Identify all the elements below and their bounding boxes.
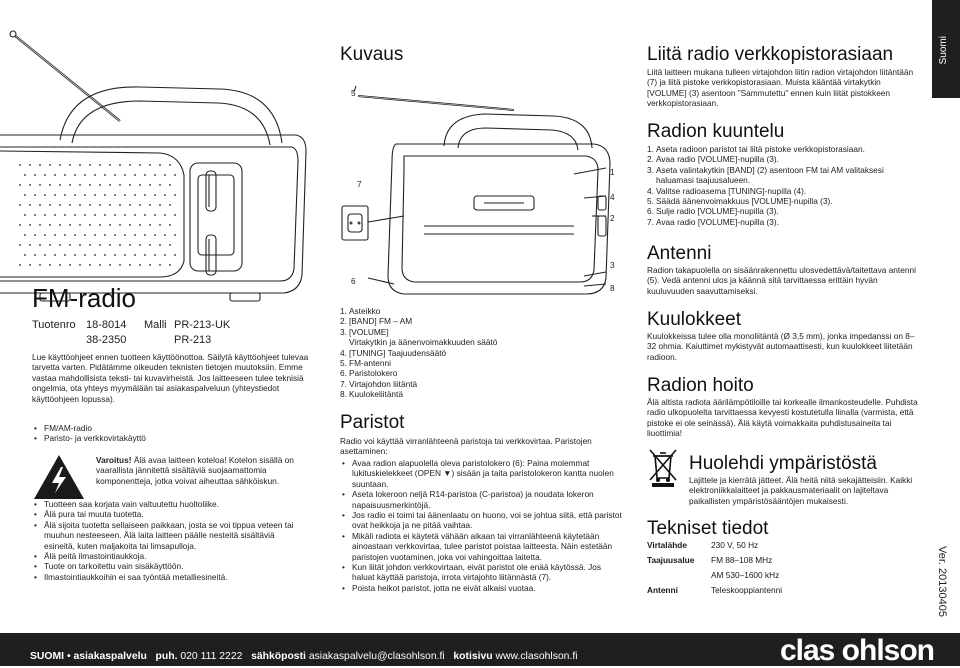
radio-front-illustration [0, 30, 307, 302]
page-title: FM-radio [32, 283, 137, 313]
list-item: Aseta lokeroon neljä R14-paristoa (C-par… [340, 489, 622, 510]
spec-row: AM 530–1600 kHz [711, 570, 780, 580]
section-title-description: Kuvaus [340, 44, 404, 65]
radio-back-illustration [341, 85, 611, 295]
callout-7: 7 [357, 179, 362, 189]
phone-number: 020 111 2222 [180, 651, 243, 662]
callout-8: 8 [610, 283, 615, 293]
language-tab-label: Suomi [938, 36, 949, 65]
callout-4: 4 [610, 192, 615, 202]
callout-5: 5 [351, 88, 356, 98]
list-item: Paristo- ja verkkovirtakäyttö [32, 433, 302, 444]
list-item: 7.Avaa radio [VOLUME]-nupilla (3). [647, 216, 779, 227]
environment-text: Lajittele ja kierrätä jätteet. Älä heitä… [689, 475, 913, 506]
list-item: Avaa radion alapuolella oleva paristolok… [340, 458, 622, 489]
warning-label: Varoitus! [96, 455, 132, 465]
list-item: 2.Avaa radio [VOLUME]-nupilla (3). [647, 154, 779, 165]
section-title-antenna: Antenni [647, 243, 712, 264]
list-item: 1.Asteikko [340, 306, 381, 316]
list-item: 5.FM-antenni [340, 358, 391, 369]
list-item: 6.Sulje radio [VOLUME]-nupilla (3). [647, 206, 779, 217]
product-number-1: 18-8014 [86, 319, 127, 331]
list-item: Älä pura tai muuta tuotetta. [32, 509, 307, 520]
list-item: 1.Aseta radioon paristot tai liitä pisto… [647, 144, 865, 154]
list-item: 2.[BAND] FM – AM [340, 316, 413, 327]
section-title-environment: Huolehdi ympäristöstä [689, 453, 877, 474]
contact-line: SUOMI • asiakaspalvelu puh. 020 111 2222… [30, 651, 578, 662]
list-item: 6.Paristolokero [340, 368, 398, 379]
section-title-specs: Tekniset tiedot [647, 518, 769, 539]
feature-list: FM/AM-radio Paristo- ja verkkovirtakäytt… [32, 423, 302, 444]
batteries-list: Avaa radion alapuolella oleva paristolok… [340, 458, 622, 594]
list-item: Älä sijoita tuotetta sellaiseen paikkaan… [32, 520, 307, 551]
product-number-2: 38-2350 [86, 334, 127, 346]
model-1: PR-213-UK [174, 319, 231, 331]
mains-text: Liitä laitteen mukana tulleen virtajohdo… [647, 67, 914, 109]
warning-icon [34, 455, 84, 499]
version-label: Ver. 20130405 [936, 546, 948, 617]
section-title-headphones: Kuulokkeet [647, 309, 742, 330]
antenna-text: Radion takapuolella on sisäänrakennettu … [647, 265, 916, 296]
intro-text: Lue käyttöohjeet ennen tuotteen käyttöön… [32, 352, 309, 404]
email-link[interactable]: asiakaspalvelu@clasohlson.fi [308, 651, 445, 662]
model-2: PR-213 [174, 334, 212, 346]
language-tab: Suomi [932, 0, 960, 98]
warning-body: Älä avaa laitteen koteloa! Kotelon sisäl… [96, 455, 294, 486]
footer-bar: SUOMI • asiakaspalvelu puh. 020 111 2222… [0, 633, 960, 667]
section-title-listening: Radion kuuntelu [647, 121, 785, 142]
model-label: Malli [144, 319, 167, 331]
list-item: Ilmastointiaukkoihin ei saa työntää meta… [32, 572, 307, 583]
brand-logo: clas ohlson [779, 634, 935, 667]
list-item: Tuotteen saa korjata vain valtuutettu hu… [32, 499, 307, 510]
list-item: 7.Virtajohdon liitäntä [340, 378, 418, 389]
list-item: 4.Valitse radioasema [TUNING]-nupilla (4… [647, 185, 807, 196]
list-item: 8.Kuulokeliitäntä [340, 389, 403, 400]
callout-3: 3 [610, 260, 615, 270]
callout-6: 6 [351, 276, 356, 286]
headphones-text: Kuulokkeissa tulee olla monoliitäntä (Ø … [647, 331, 915, 362]
warning-text: Varoitus! Älä avaa laitteen koteloa! Kot… [96, 455, 308, 486]
section-title-mains: Liitä radio verkkopistorasiaan [647, 44, 894, 65]
list-item: Kun liität johdon verkkovirtaan, eivät p… [340, 562, 622, 583]
list-item: Poista heikot paristot, jotta ne eivät a… [340, 583, 622, 594]
product-info: Tuotenro 18-8014 Malli PR-213-UK 38-2350… [32, 318, 230, 348]
list-item: 5.Säädä äänenvoimakkuus [VOLUME]-nupilla… [647, 196, 833, 207]
section-title-batteries: Paristot [340, 412, 405, 433]
list-item: FM/AM-radio [32, 423, 302, 434]
callout-1: 1 [610, 167, 615, 177]
parts-list: 1.Asteikko 2.[BAND] FM – AM 3.[VOLUME] V… [340, 306, 620, 400]
list-item: 4.[TUNING] Taajuudensäätö [340, 347, 447, 358]
section-title-care: Radion hoito [647, 375, 754, 396]
list-item: 3.[VOLUME] [340, 326, 389, 337]
product-number-label: Tuotenro [32, 319, 76, 331]
listening-steps: 1.Aseta radioon paristot tai liitä pisto… [647, 144, 919, 227]
batteries-intro: Radio voi käyttää virranlähteenä paristo… [340, 436, 592, 457]
list-item: Tuote on tarkoitettu vain sisäkäyttöön. [32, 561, 307, 572]
list-item: Virtakytkin ja äänenvoimakkuuden säätö [349, 337, 498, 348]
list-item: Jos radio ei toimi tai äänenlaatu on huo… [340, 510, 622, 531]
list-item: Älä peitä ilmastointiaukkoja. [32, 551, 307, 562]
website-link[interactable]: www.clasohlson.fi [495, 651, 578, 662]
care-text: Älä altista radiota äärilämpötiloille ta… [647, 397, 918, 439]
weee-bin-icon [649, 449, 677, 487]
callout-2: 2 [610, 213, 615, 223]
list-item: Mikäli radiota ei käytetä vähään aikaan … [340, 531, 622, 562]
safety-list: Tuotteen saa korjata vain valtuutettu hu… [32, 499, 307, 583]
list-item: 3.Aseta valintakytkin [BAND] (2) asentoo… [647, 164, 884, 186]
